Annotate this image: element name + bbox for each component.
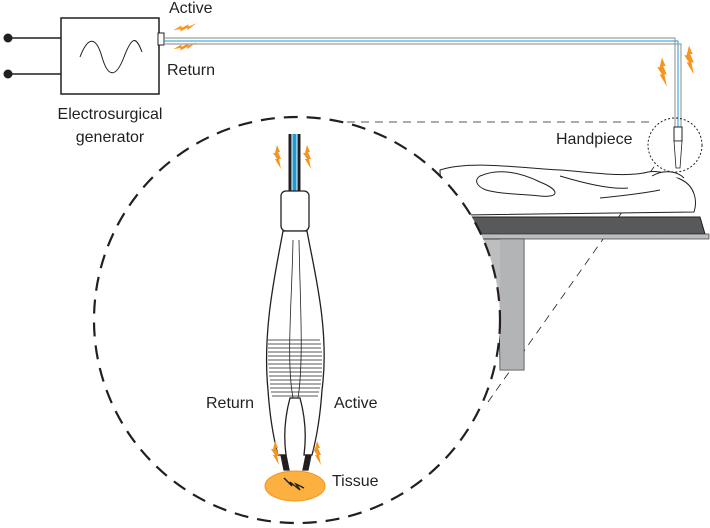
return-label: Return xyxy=(167,62,216,79)
lightning-bolt-icon xyxy=(684,45,694,75)
power-plug-terminal xyxy=(3,69,13,79)
bipolar-forceps xyxy=(265,190,325,471)
generator xyxy=(3,17,165,95)
patient xyxy=(439,164,696,216)
power-plug-terminal xyxy=(3,33,13,43)
sine-wave-icon xyxy=(79,40,143,74)
cable xyxy=(164,37,682,128)
generator-box xyxy=(60,17,160,95)
return-detail-label: Return xyxy=(206,395,255,412)
lightning-bolt-icon xyxy=(173,42,197,51)
lightning-bolt-icon xyxy=(283,477,305,491)
generator-label-line2: generator xyxy=(75,129,145,146)
handpiece-highlight-circle xyxy=(647,117,703,173)
active-label: Active xyxy=(169,0,213,17)
generator-label-line1: Electrosurgical xyxy=(57,106,163,123)
handpiece-small xyxy=(647,117,703,173)
handpiece-label: Handpiece xyxy=(556,131,633,148)
active-detail-label: Active xyxy=(334,395,378,412)
tissue-label: Tissue xyxy=(332,473,379,490)
lightning-bolt-icon xyxy=(657,57,667,87)
detail-cable xyxy=(288,134,301,192)
connection-terminal-icon xyxy=(157,32,165,46)
lightning-bolt-icon xyxy=(173,23,197,32)
